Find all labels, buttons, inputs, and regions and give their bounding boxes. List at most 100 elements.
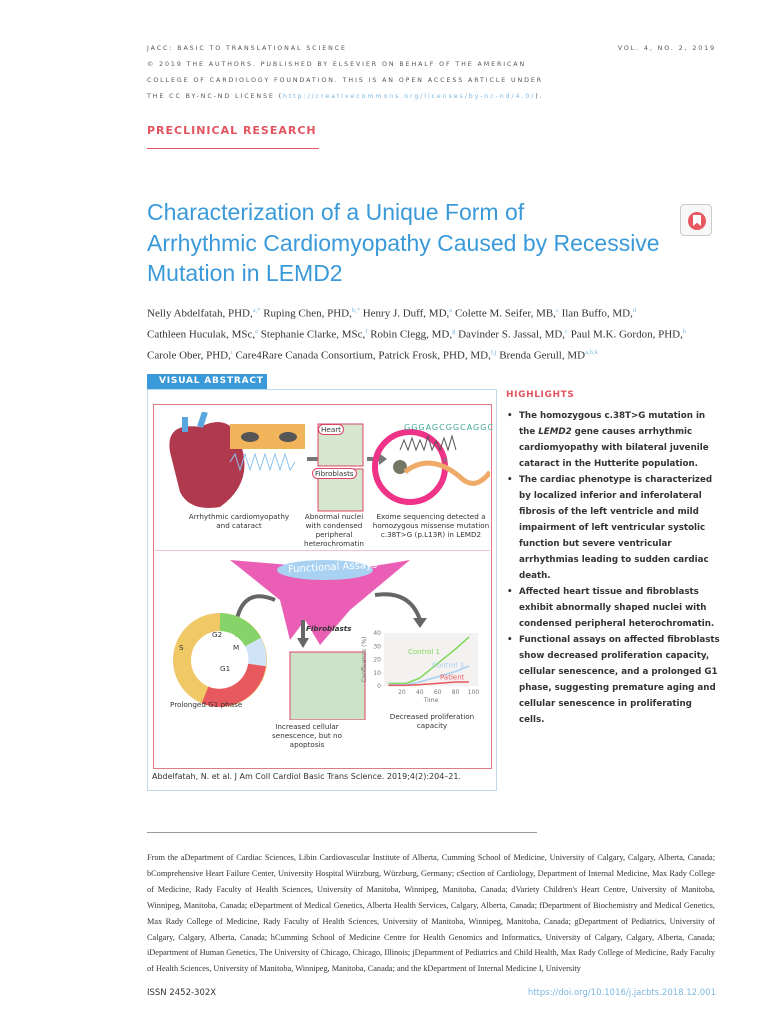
caption-nuclei: Abnormal nuclei with condensed periphera… — [304, 512, 364, 548]
author-affiliation-mark: a,* — [252, 307, 261, 314]
phase-g1: G1 — [220, 664, 231, 673]
issn: ISSN 2452-302X — [147, 988, 217, 998]
x-tick-label: 60 — [434, 689, 442, 696]
plot-area — [384, 633, 478, 686]
heart-illustration — [169, 422, 245, 508]
title-line: Arrhythmic Cardiomyopathy Caused by Rece… — [147, 229, 660, 256]
highlights-list: The homozygous c.38T>G mutation in the L… — [505, 408, 720, 728]
author-name: Paul M.K. Gordon, PHD, — [570, 328, 683, 341]
author-name: Ruping Chen, PHD, — [263, 307, 352, 320]
prolonged-g1-label: Prolonged G1 phase — [170, 700, 243, 709]
license-link[interactable]: http://creativecommons.org/licenses/by-n… — [283, 93, 536, 100]
caption-exome: Exome sequencing detected a homozygous m… — [372, 512, 490, 539]
gene-name: LEMD2 — [538, 427, 572, 437]
figure-divider — [155, 550, 490, 551]
journal-name: JACC: BASIC TO TRANSLATIONAL SCIENCE — [147, 45, 347, 52]
series-label: Control 1 — [408, 648, 440, 656]
heart-vessels — [182, 412, 208, 432]
series-line-control-1 — [388, 636, 470, 685]
copyright-line: © 2019 THE AUTHORS. PUBLISHED BY ELSEVIE… — [147, 61, 527, 68]
highlight-item: Affected heart tissue and fibroblasts ex… — [505, 584, 720, 632]
author-name: Davinder S. Jassal, MD, — [458, 328, 566, 341]
y-tick-label: 30 — [373, 643, 381, 650]
title-line: Mutation in LEMD2 — [147, 260, 343, 286]
highlight-item: The homozygous c.38T>G mutation in the L… — [505, 408, 720, 472]
functional-assays-banner — [277, 560, 373, 580]
author-list: Nelly Abdelfatah, PHD,a,* Ruping Chen, P… — [147, 302, 737, 365]
author-name: Henry J. Duff, MD, — [362, 307, 450, 320]
copyright-line: THE CC BY-NC-ND LICENSE ( — [147, 93, 284, 100]
dna-helix — [403, 460, 490, 486]
footnote-rule — [147, 832, 537, 833]
author-affiliation-mark: f — [365, 328, 368, 336]
author-affiliation-mark: b,* — [351, 307, 360, 314]
section-divider — [147, 148, 319, 149]
y-tick-label: 0 — [377, 683, 381, 690]
doi-link[interactable]: https://doi.org/10.1016/j.jacbts.2018.12… — [527, 988, 716, 998]
section-label: PRECLINICAL RESEARCH — [147, 124, 317, 137]
author-affiliation-mark: g — [452, 328, 456, 336]
caption-cardiomyopathy: Arrhythmic cardiomyopathy and cataract — [188, 512, 290, 530]
highlight-text: The homozygous c.38T>G mutation in the — [519, 411, 706, 437]
y-tick-label: 20 — [373, 657, 381, 664]
bookmark-button[interactable] — [680, 204, 712, 236]
author-name: Ilan Buffo, MD, — [561, 307, 633, 320]
highlight-item: Functional assays on affected fibroblast… — [505, 632, 720, 728]
author-name: Carole Ober, PHD, — [147, 349, 231, 362]
highlight-item: The cardiac phenotype is characterized b… — [505, 472, 720, 584]
heart-tag: Heart — [318, 424, 345, 435]
author-affiliation-mark: a,b,k — [585, 349, 598, 357]
author-affiliation-mark: a — [449, 307, 453, 314]
fibroblast-cell — [230, 560, 410, 645]
y-axis-label: Confluence (%) — [361, 636, 368, 682]
author-affiliation-mark: h — [682, 328, 687, 336]
x-tick-label: 20 — [398, 689, 406, 696]
author-name: Brenda Gerull, MD — [499, 349, 586, 362]
x-tick-label: 100 — [468, 689, 480, 696]
x-axis-label: Time — [423, 697, 439, 704]
series-line-patient — [388, 681, 470, 687]
senescence-caption: Increased cellular senescence, but no ap… — [272, 722, 342, 749]
author-name: Stephanie Clarke, MSc, — [260, 328, 366, 341]
phase-s: S — [179, 643, 184, 652]
residue-label: R — [443, 456, 448, 465]
y-tick-label: 40 — [373, 630, 381, 637]
author-name: Care4Rare Canada Consortium, Patrick Fro… — [235, 349, 491, 362]
author-name: Robin Clegg, MD, — [370, 328, 453, 341]
cell-cycle-ring — [173, 613, 267, 707]
author-affiliation-mark: c — [565, 328, 568, 336]
dna-sequence: GGGAGCGGCAGGC — [404, 423, 495, 432]
bookmark-flag-icon — [693, 215, 701, 226]
journal-header: JACC: BASIC TO TRANSLATIONAL SCIENCE © 2… — [147, 41, 544, 105]
copyright-line: ). — [535, 93, 544, 100]
fibroblasts-tag: Fibroblasts — [312, 468, 357, 479]
title-line: Characterization of a Unique Form of — [147, 199, 525, 225]
highlights-title: HIGHLIGHTS — [506, 390, 575, 400]
visual-abstract-tab: VISUAL ABSTRACT — [147, 374, 267, 389]
series-label: Control 3 — [432, 661, 464, 669]
author-affiliation-mark: e — [255, 328, 259, 336]
author-name: Nelly Abdelfatah, PHD, — [147, 307, 253, 320]
visual-abstract-box — [147, 389, 497, 791]
series-label: Patient — [440, 673, 465, 681]
volume-info: VOL. 4, NO. 2, 2019 — [617, 45, 716, 52]
figure-bottom-illustration — [173, 560, 427, 720]
author-name: Cathleen Huculak, MSc, — [147, 328, 256, 341]
phase-g2: G2 — [212, 630, 223, 639]
ecg-trace — [229, 452, 296, 472]
article-title: Characterization of a Unique Form of Arrh… — [147, 197, 677, 289]
y-tick-label: 10 — [373, 670, 381, 677]
highlight-text: gene causes arrhythmic cardiomyopathy wi… — [519, 427, 709, 469]
author-affiliation-mark: i — [230, 349, 233, 357]
author-affiliation-mark: c — [555, 307, 559, 314]
x-tick-label: 80 — [452, 689, 460, 696]
author-name: Colette M. Seifer, MB, — [454, 307, 556, 320]
x-tick-label: 40 — [416, 689, 424, 696]
affiliations: From the aDepartment of Cardiac Sciences… — [147, 853, 715, 974]
copyright-line: COLLEGE OF CARDIOLOGY FOUNDATION. THIS I… — [147, 77, 544, 84]
fibroblasts-label: Fibroblasts — [306, 624, 352, 633]
chromatogram — [399, 434, 457, 452]
author-affiliation-mark: d — [632, 307, 637, 314]
figure-citation: Abdelfatah, N. et al. J Am Coll Cardiol … — [152, 772, 462, 781]
